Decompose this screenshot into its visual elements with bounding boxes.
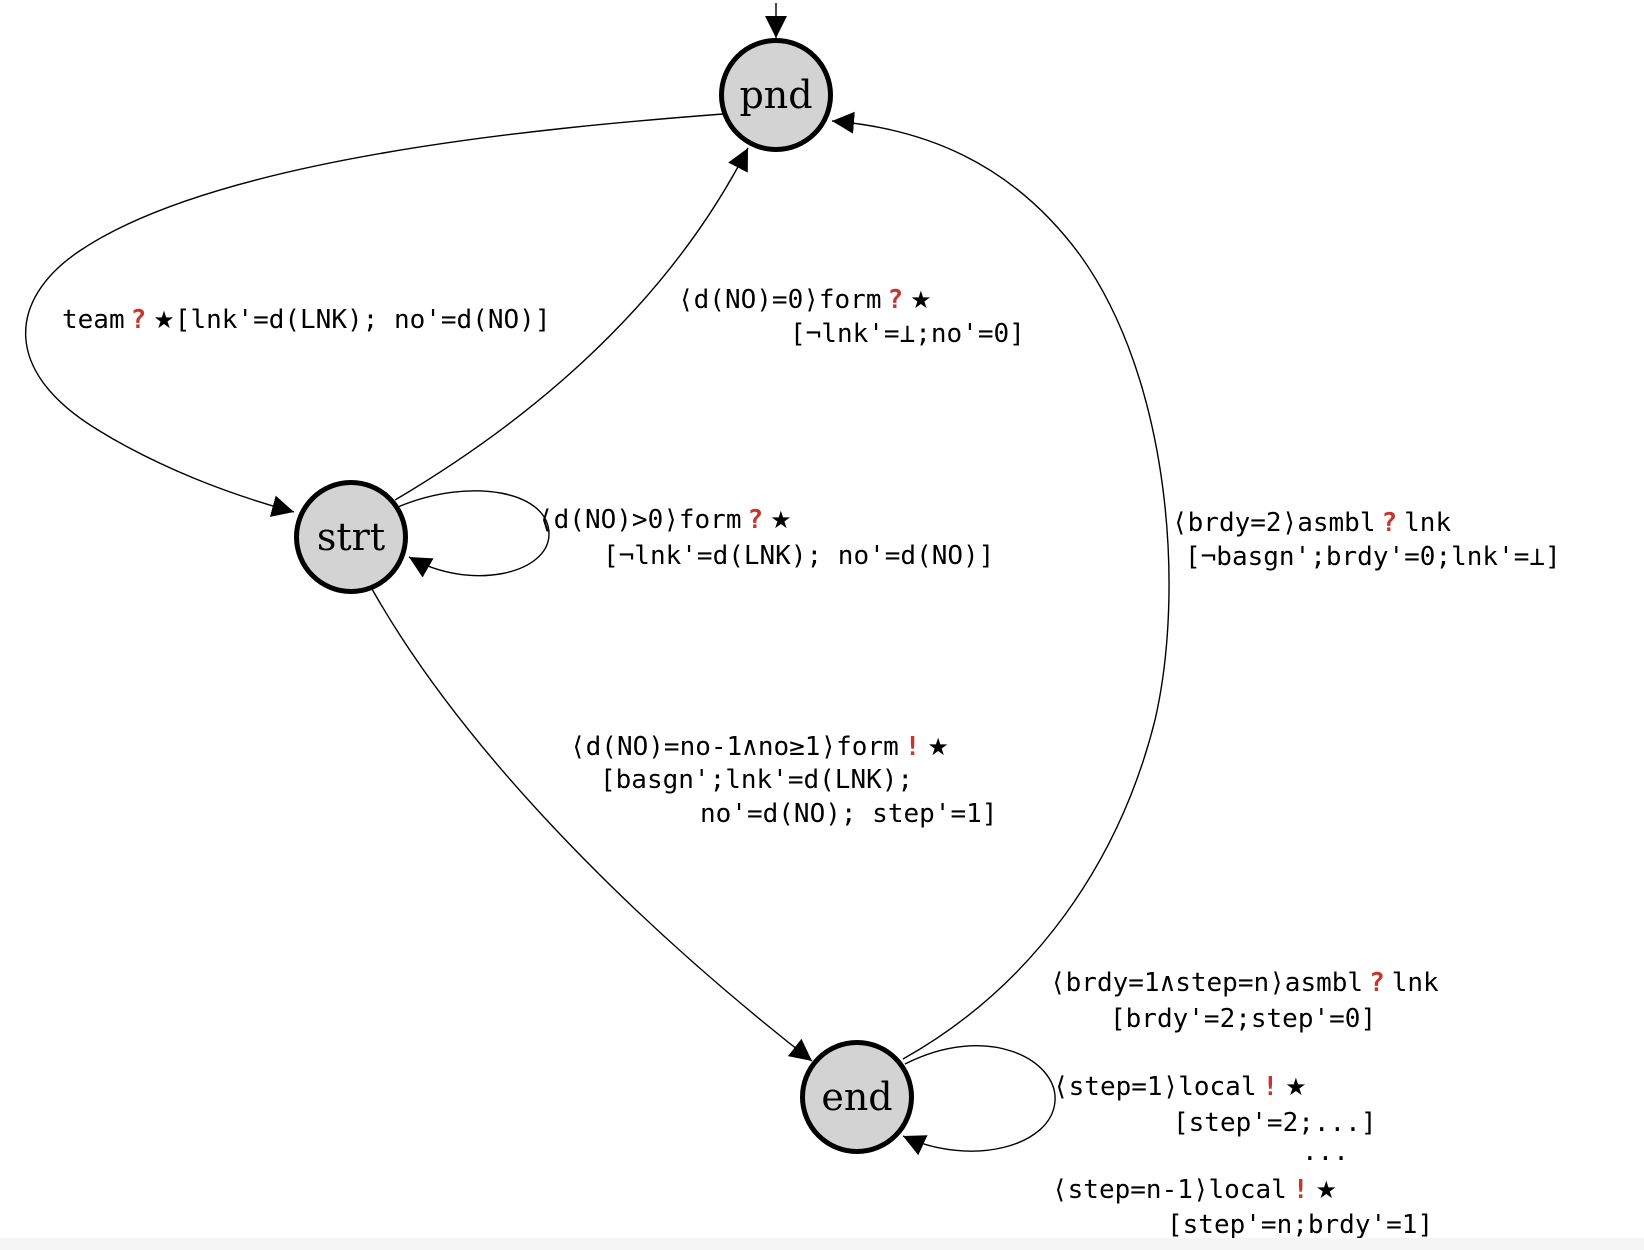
receive-op: ? [130, 305, 147, 335]
update-text: [¬lnk'=d(LNK); no'=d(NO)] [603, 541, 995, 571]
guard-action-text: ⟨d(NO)=0⟩form [678, 285, 882, 315]
star-icon: ★ [1315, 1176, 1337, 1204]
guard-action-text: ⟨step=n-1⟩local [1052, 1175, 1287, 1205]
transition-label-form-self-line2: [¬lnk'=d(LNK); no'=d(NO)] [603, 543, 994, 569]
state-pnd: pnd [719, 38, 833, 152]
transition-label-asmbl-up-line1: ⟨brdy=2⟩asmbl?lnk [1172, 510, 1451, 536]
guard-action-text: ⟨d(NO)=no-1∧no≥1⟩form [570, 732, 899, 762]
receive-op: ? [747, 505, 764, 535]
bottom-bar [0, 1238, 1644, 1250]
update-text: [brdy'=2;step'=0] [1110, 1004, 1377, 1034]
message-text: lnk [1404, 508, 1452, 538]
guard-action-text: ⟨d(NO)>0⟩form [538, 505, 742, 535]
transition-label-form-down-line3: no'=d(NO); step'=1] [700, 801, 997, 827]
star-icon: ★ [927, 733, 949, 761]
update-text: [¬basgn';brdy'=0;lnk'=⊥] [1185, 542, 1561, 572]
guard-action-text: ⟨step=1⟩local [1053, 1072, 1257, 1102]
edge-strt-to-pnd [394, 147, 749, 501]
ellipsis-label: ... [1302, 1139, 1349, 1165]
state-strt: strt [294, 480, 408, 594]
state-end-label: end [821, 1075, 893, 1119]
update-text: no'=d(NO); step'=1] [700, 799, 998, 829]
edge-strt-self-loop [397, 490, 550, 578]
send-op: ! [1292, 1175, 1309, 1205]
update-text: [¬lnk'=⊥;no'=0] [790, 319, 1025, 349]
receive-op: ? [1369, 968, 1385, 998]
transition-label-asmbl-loop-line1: ⟨brdy=1∧step=n⟩asmbl?lnk [1050, 970, 1439, 996]
receive-op: ? [887, 285, 904, 315]
ellipsis-text: ... [1302, 1137, 1349, 1167]
update-text: [basgn';lnk'=d(LNK); [600, 765, 914, 795]
transition-label-team: team?★[lnk'=d(LNK); no'=d(NO)] [62, 307, 550, 333]
transition-label-localn-line2: [step'=n;brdy'=1] [1167, 1212, 1433, 1238]
transition-label-localn-line1: ⟨step=n-1⟩local!★ [1052, 1177, 1337, 1203]
star-icon: ★ [910, 286, 932, 314]
edge-strt-to-end [371, 588, 813, 1062]
send-op: ! [1262, 1072, 1279, 1102]
transition-label-asmbl-loop-line2: [brdy'=2;step'=0] [1110, 1006, 1376, 1032]
update-text: [step'=n;brdy'=1] [1167, 1210, 1434, 1240]
update-text: [step'=2;...] [1173, 1108, 1377, 1138]
guard-action-text: ⟨brdy=2⟩asmbl [1172, 508, 1376, 538]
transition-label-form-down-line1: ⟨d(NO)=no-1∧no≥1⟩form!★ [570, 734, 949, 760]
guard-action-text: ⟨brdy=1∧step=n⟩asmbl [1050, 968, 1364, 998]
transition-label-form-down-line2: [basgn';lnk'=d(LNK); [600, 767, 913, 793]
edge-end-self-loop [902, 1045, 1056, 1156]
update-text: [lnk'=d(LNK); no'=d(NO)] [174, 305, 551, 335]
state-end: end [800, 1040, 914, 1154]
star-icon: ★ [770, 506, 792, 534]
transition-label-local1-line1: ⟨step=1⟩local!★ [1053, 1074, 1307, 1100]
send-op: ! [904, 732, 921, 762]
edge-end-to-pnd [831, 111, 1170, 1060]
guard-action-text: team [62, 305, 125, 335]
star-icon: ★ [153, 306, 175, 334]
transition-label-form-up-line2: [¬lnk'=⊥;no'=0] [790, 321, 1025, 347]
state-strt-label: strt [316, 515, 386, 559]
transition-label-asmbl-up-line2: [¬basgn';brdy'=0;lnk'=⊥] [1185, 544, 1561, 570]
message-text: lnk [1391, 968, 1439, 998]
transition-label-form-self-line1: ⟨d(NO)>0⟩form?★ [538, 507, 792, 533]
receive-op: ? [1381, 508, 1398, 538]
star-icon: ★ [1285, 1073, 1307, 1101]
edge-pnd-to-strt [24, 113, 724, 517]
transition-label-local1-line2: [step'=2;...] [1173, 1110, 1377, 1136]
state-pnd-label: pnd [739, 73, 813, 117]
transition-label-form-up-line1: ⟨d(NO)=0⟩form?★ [678, 287, 932, 313]
